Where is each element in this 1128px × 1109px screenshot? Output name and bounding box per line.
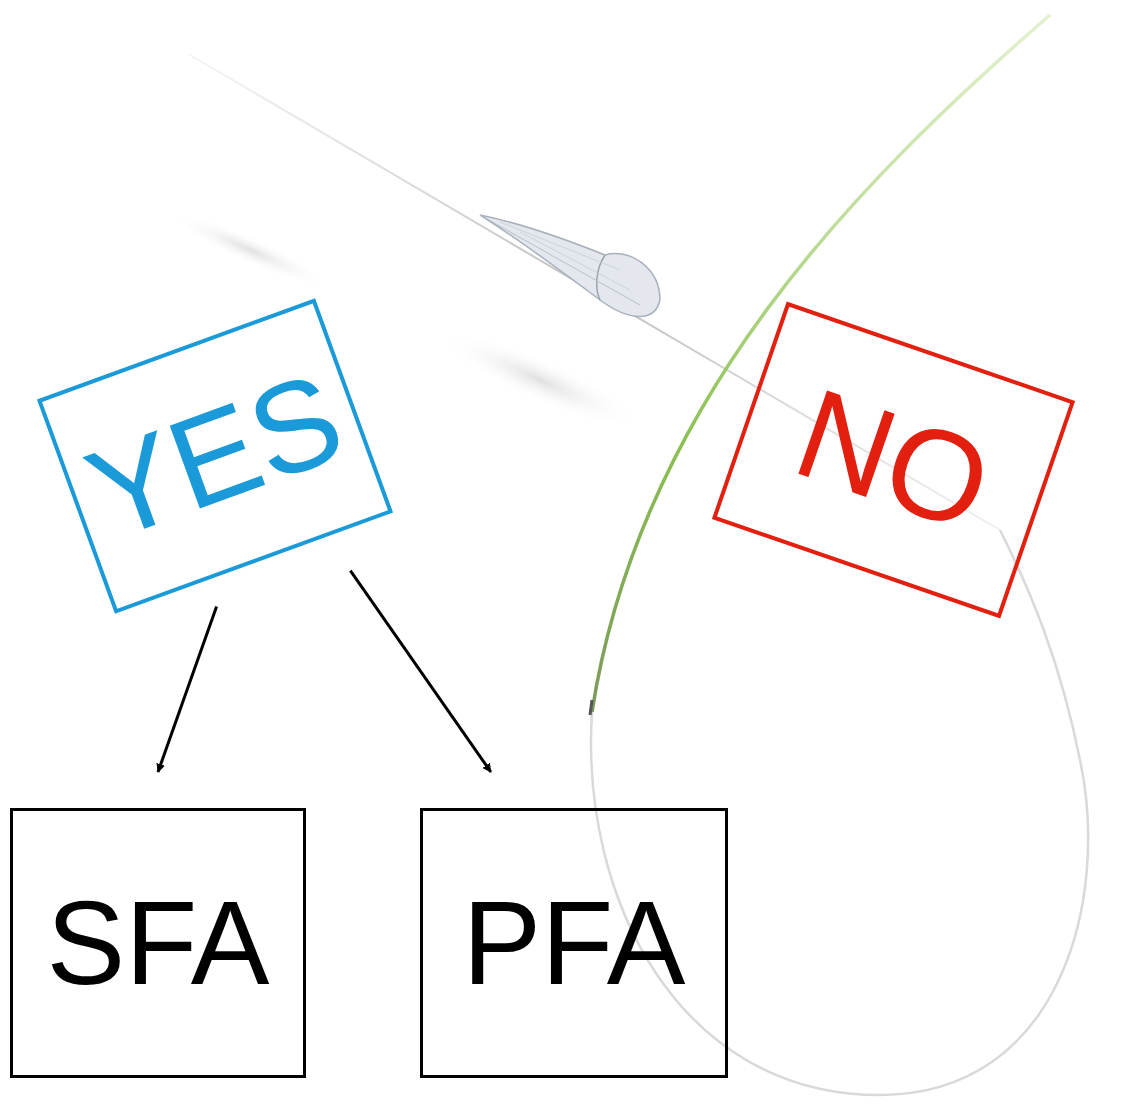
answer-label: YES xyxy=(73,352,357,560)
catheter-tip xyxy=(590,700,592,715)
filter-device xyxy=(480,215,660,317)
answer-label: PFA xyxy=(463,884,686,1002)
artery-box: SFA xyxy=(10,808,306,1078)
answer-box: NO xyxy=(711,302,1074,619)
answer-label: SFA xyxy=(47,884,270,1002)
arrow-connector xyxy=(350,571,490,772)
soft-shadow xyxy=(162,201,338,300)
wire-loop xyxy=(591,530,1088,1095)
green-catheter xyxy=(592,15,1050,712)
answer-label: NO xyxy=(781,368,1004,552)
soft-shadow xyxy=(431,315,650,445)
arrow-connector xyxy=(158,607,217,772)
answer-box: YES xyxy=(37,298,393,614)
artery-box: PFA xyxy=(420,808,728,1078)
